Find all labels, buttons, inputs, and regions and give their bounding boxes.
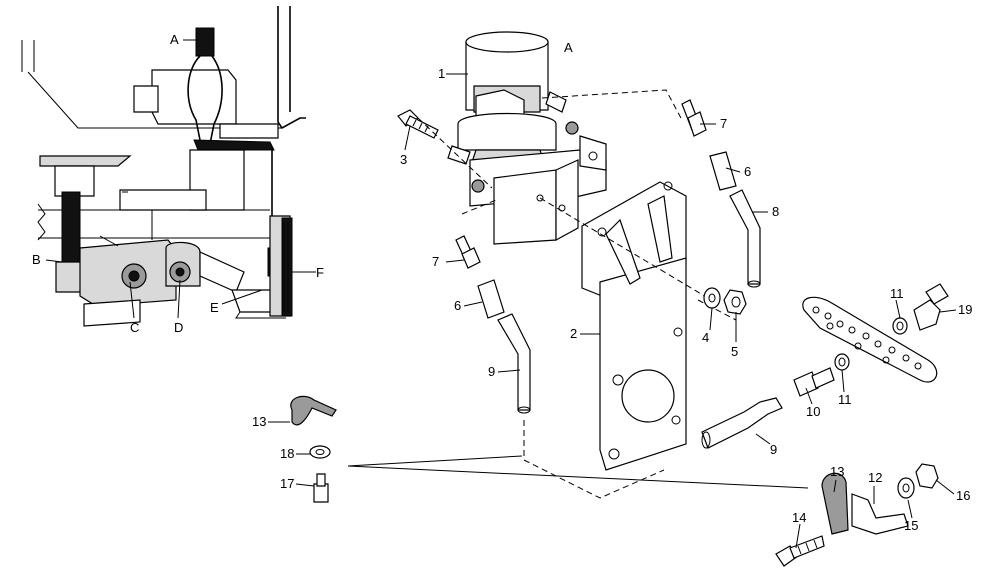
label-11-upper: 11: [890, 286, 904, 301]
label-F: F: [316, 265, 324, 280]
clamp-kit-left: [290, 395, 337, 503]
label-6-right: 6: [744, 164, 751, 179]
label-C: C: [130, 320, 139, 335]
label-12: 12: [868, 470, 882, 485]
hose-assembly-left: [455, 235, 531, 414]
label-14: 14: [792, 510, 806, 525]
distributor-plate: [701, 283, 949, 449]
label-3: 3: [400, 152, 407, 167]
label-15: 15: [904, 518, 918, 533]
clamp-kit-right: [775, 463, 939, 567]
label-7-left: 7: [432, 254, 439, 269]
label-13-left: 13: [252, 414, 266, 429]
installation-view: [21, 6, 316, 327]
label-4: 4: [702, 330, 709, 345]
label-17: 17: [280, 476, 294, 491]
label-5: 5: [731, 344, 738, 359]
washer-and-nut: [703, 287, 747, 315]
lubrication-pump: [447, 31, 607, 245]
label-16: 16: [956, 488, 970, 503]
label-10: 10: [806, 404, 820, 419]
label-7-right: 7: [720, 116, 727, 131]
mounting-bracket: [581, 181, 687, 471]
hose-assembly-right: [681, 99, 761, 288]
label-18: 18: [280, 446, 294, 461]
label-9-right: 9: [770, 442, 777, 457]
label-E: E: [210, 300, 219, 315]
label-13-right: 13: [830, 464, 844, 479]
label-8: 8: [772, 204, 779, 219]
label-A-left: A: [170, 32, 179, 47]
label-11-lower: 11: [838, 392, 852, 407]
label-D: D: [174, 320, 183, 335]
label-9-left: 9: [488, 364, 495, 379]
label-6-left: 6: [454, 298, 461, 313]
label-2: 2: [570, 326, 577, 341]
label-B: B: [32, 252, 41, 267]
label-19: 19: [958, 302, 972, 317]
label-1: 1: [438, 66, 445, 81]
bolt: [397, 109, 439, 139]
label-A-right: A: [564, 40, 573, 55]
